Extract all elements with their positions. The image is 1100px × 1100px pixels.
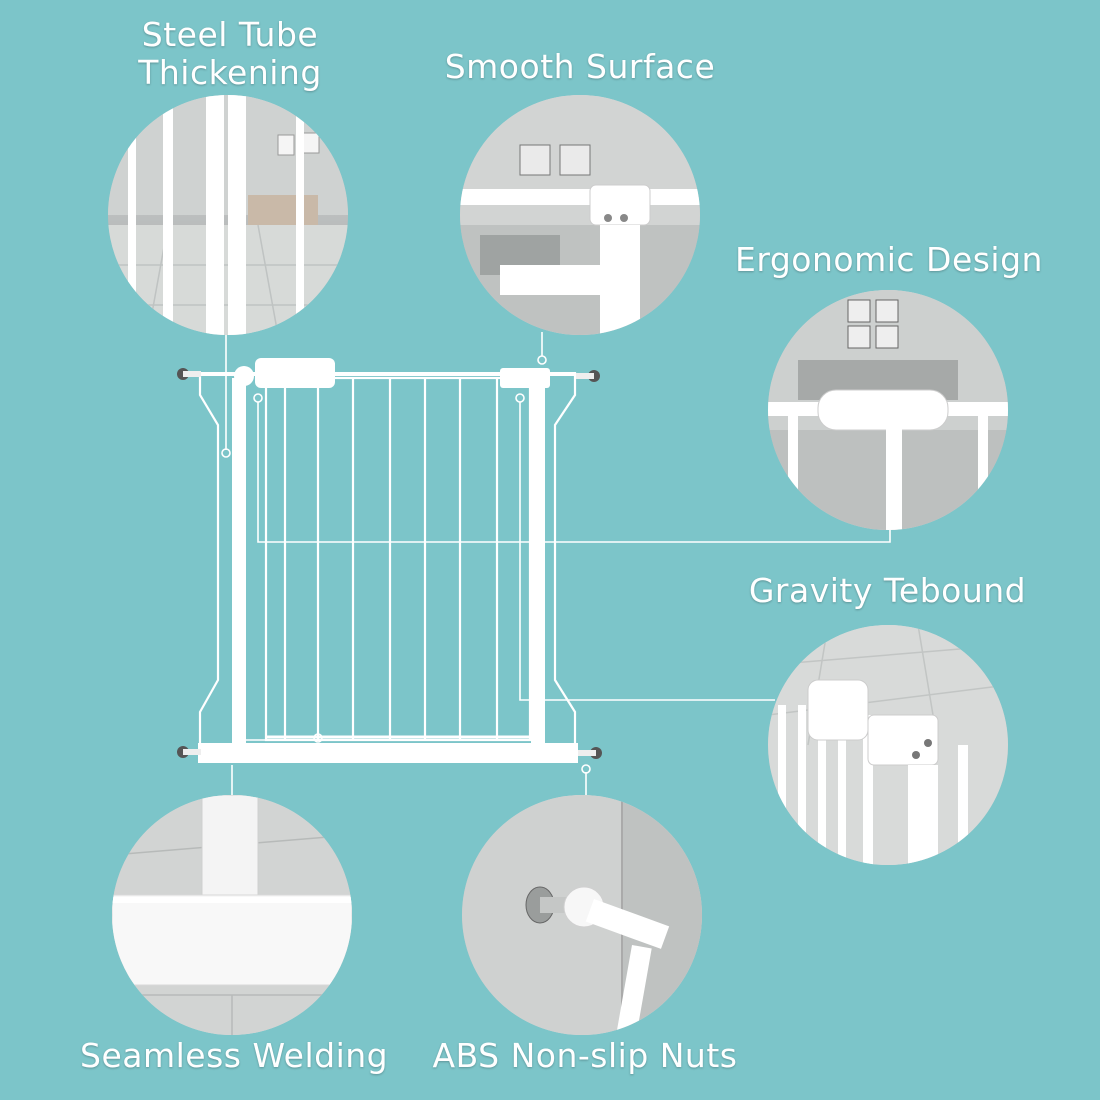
gate-hinge-knob bbox=[234, 366, 254, 386]
label-seamless-welding: Seamless Welding bbox=[80, 1036, 389, 1075]
gravity-rebound-photo-icon bbox=[768, 625, 1008, 865]
detail-circle-steel-tube bbox=[108, 95, 348, 335]
pressure-spindle-top-right bbox=[576, 370, 600, 382]
ergonomic-design-photo-icon bbox=[768, 290, 1008, 530]
gate-door-frame bbox=[264, 376, 532, 742]
leader-gravity-rebound bbox=[519, 402, 775, 701]
label-ergonomic-design: Ergonomic Design bbox=[735, 240, 1043, 279]
label-gravity-rebound: Gravity Tebound bbox=[748, 571, 1027, 610]
smooth-surface-photo-icon bbox=[460, 95, 700, 335]
detail-circle-gravity-rebound bbox=[768, 625, 1008, 865]
gate-handle bbox=[255, 358, 335, 388]
label-abs-non-slip-nuts: ABS Non-slip Nuts bbox=[432, 1036, 738, 1075]
gate-latch bbox=[500, 368, 550, 388]
seamless-welding-photo-icon bbox=[112, 795, 352, 1035]
gate-outer-frame-right bbox=[553, 372, 577, 752]
gate-right-post bbox=[531, 378, 545, 743]
detail-circle-ergonomic-design bbox=[768, 290, 1008, 530]
gate-outer-frame-left bbox=[198, 372, 220, 752]
detail-circle-seamless-welding bbox=[112, 795, 352, 1035]
gate-bottom-rail bbox=[198, 743, 578, 763]
steel-tube-photo-icon bbox=[108, 95, 348, 335]
gate-left-post bbox=[232, 378, 246, 743]
detail-circle-smooth-surface bbox=[460, 95, 700, 335]
label-steel-tube-thickening: Steel Tube Thickening bbox=[138, 15, 322, 92]
detail-circle-abs-nuts bbox=[462, 795, 702, 1035]
leader-ergonomic bbox=[257, 402, 891, 543]
label-smooth-surface: Smooth Surface bbox=[444, 47, 716, 86]
pressure-spindle-bottom-left bbox=[177, 746, 201, 758]
pressure-spindle-top-left bbox=[177, 368, 201, 380]
abs-nuts-photo-icon bbox=[462, 795, 702, 1035]
pressure-spindle-bottom-right bbox=[578, 747, 602, 759]
